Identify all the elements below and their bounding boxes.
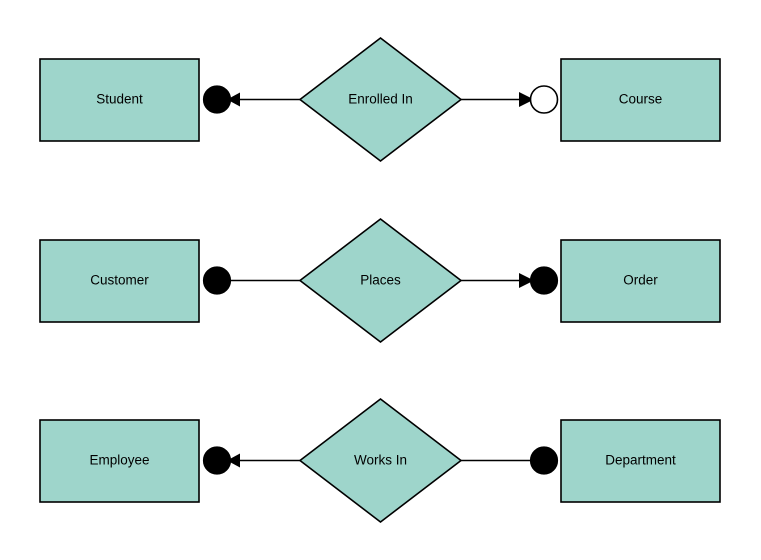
- entity-box-course[interactable]: [560, 58, 721, 142]
- arrow-right-icon-order: [519, 273, 534, 288]
- arrow-left-icon-student: [227, 92, 240, 107]
- entity-box-customer[interactable]: [39, 239, 200, 323]
- filled-circle-marker-student: [202, 85, 232, 114]
- filled-circle-marker-employee: [202, 446, 232, 475]
- entity-box-student[interactable]: [39, 58, 200, 142]
- filled-circle-marker-customer: [202, 266, 232, 295]
- relationship-group-works-in: Employee Works In Department: [39, 397, 721, 524]
- relationship-diamond-places[interactable]: [298, 217, 463, 344]
- arrow-right-icon-course: [519, 92, 534, 107]
- relationship-group-enrolled-in: Student Enrolled In Course: [39, 36, 721, 163]
- entity-box-employee[interactable]: [39, 419, 200, 503]
- filled-circle-marker-department: [529, 446, 559, 475]
- filled-circle-marker-order: [529, 266, 559, 295]
- relationship-diamond-enrolled-in[interactable]: [298, 36, 463, 163]
- entity-box-order[interactable]: [560, 239, 721, 323]
- open-circle-marker-course: [529, 85, 559, 114]
- entity-box-department[interactable]: [560, 419, 721, 503]
- relationship-group-places: Customer Places Order: [39, 217, 721, 344]
- arrow-left-icon-employee: [227, 453, 240, 468]
- relationship-diamond-works-in[interactable]: [298, 397, 463, 524]
